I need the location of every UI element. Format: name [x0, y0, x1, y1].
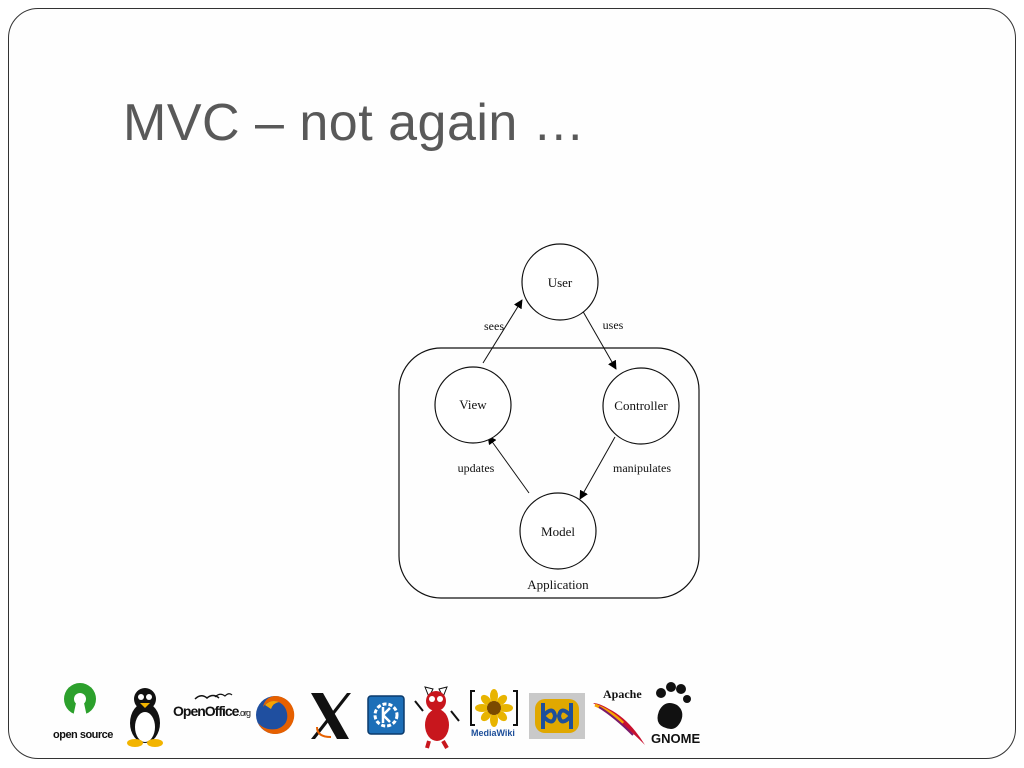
edge-view-to-user — [482, 299, 523, 364]
apache-logo: Apache — [589, 687, 649, 747]
application-container — [398, 347, 700, 599]
node-controller — [602, 367, 680, 445]
x-window-system-icon — [311, 693, 351, 739]
node-controller-label: Controller — [614, 398, 668, 413]
gnome-logo: GNOME — [651, 679, 701, 751]
mediawiki-sunflower-icon — [470, 689, 518, 727]
open-source-logo: open source — [51, 677, 113, 749]
xorg-logo — [307, 691, 353, 741]
mediawiki-text: MediaWiki — [471, 728, 515, 738]
openoffice-gulls-icon — [194, 693, 233, 700]
tux-penguin-icon — [127, 688, 163, 747]
openoffice-name: OpenOffice — [173, 703, 239, 719]
tux-logo — [121, 683, 169, 747]
node-user — [521, 243, 599, 321]
firefox-logo — [253, 693, 297, 737]
edge-label-uses: uses — [603, 318, 624, 332]
openoffice-logo: OpenOffice.org — [173, 691, 251, 731]
open-source-text: open source — [53, 729, 113, 741]
edge-model-to-view — [487, 435, 530, 494]
edge-user-to-controller — [580, 307, 617, 370]
node-model — [519, 492, 597, 570]
gnome-text: GNOME — [651, 731, 701, 746]
edge-label-manipulates: manipulates — [613, 461, 671, 475]
node-user-label: User — [548, 275, 573, 290]
firefox-icon — [256, 695, 295, 734]
openoffice-text: OpenOffice.org — [173, 703, 251, 719]
mvc-diagram: User View Controller Model sees uses upd… — [398, 243, 700, 599]
db-logo — [529, 693, 585, 739]
node-view — [434, 366, 512, 444]
gnome-foot-icon — [656, 682, 691, 729]
logo-strip: open source OpenOffice.org — [51, 677, 701, 749]
edge-controller-to-model — [579, 436, 616, 500]
kde-gear-icon — [367, 695, 405, 735]
mediawiki-logo: MediaWiki — [469, 687, 519, 745]
kde-logo — [367, 695, 405, 735]
slide-frame: MVC – not again … User View Controller M… — [8, 8, 1016, 759]
apache-text: Apache — [603, 687, 642, 701]
node-view-label: View — [459, 397, 487, 412]
bsd-daemon-logo — [413, 681, 461, 749]
slide-title: MVC – not again … — [123, 94, 586, 152]
open-source-keyhole-icon — [64, 683, 96, 717]
edge-label-updates: updates — [458, 461, 495, 475]
node-model-label: Model — [541, 524, 575, 539]
bsd-daemon-icon — [414, 686, 460, 749]
edge-label-sees: sees — [484, 319, 504, 333]
db-logo-icon — [529, 693, 585, 739]
apache-feather-icon — [593, 703, 645, 745]
application-label: Application — [527, 577, 589, 592]
openoffice-suffix: .org — [238, 708, 250, 718]
